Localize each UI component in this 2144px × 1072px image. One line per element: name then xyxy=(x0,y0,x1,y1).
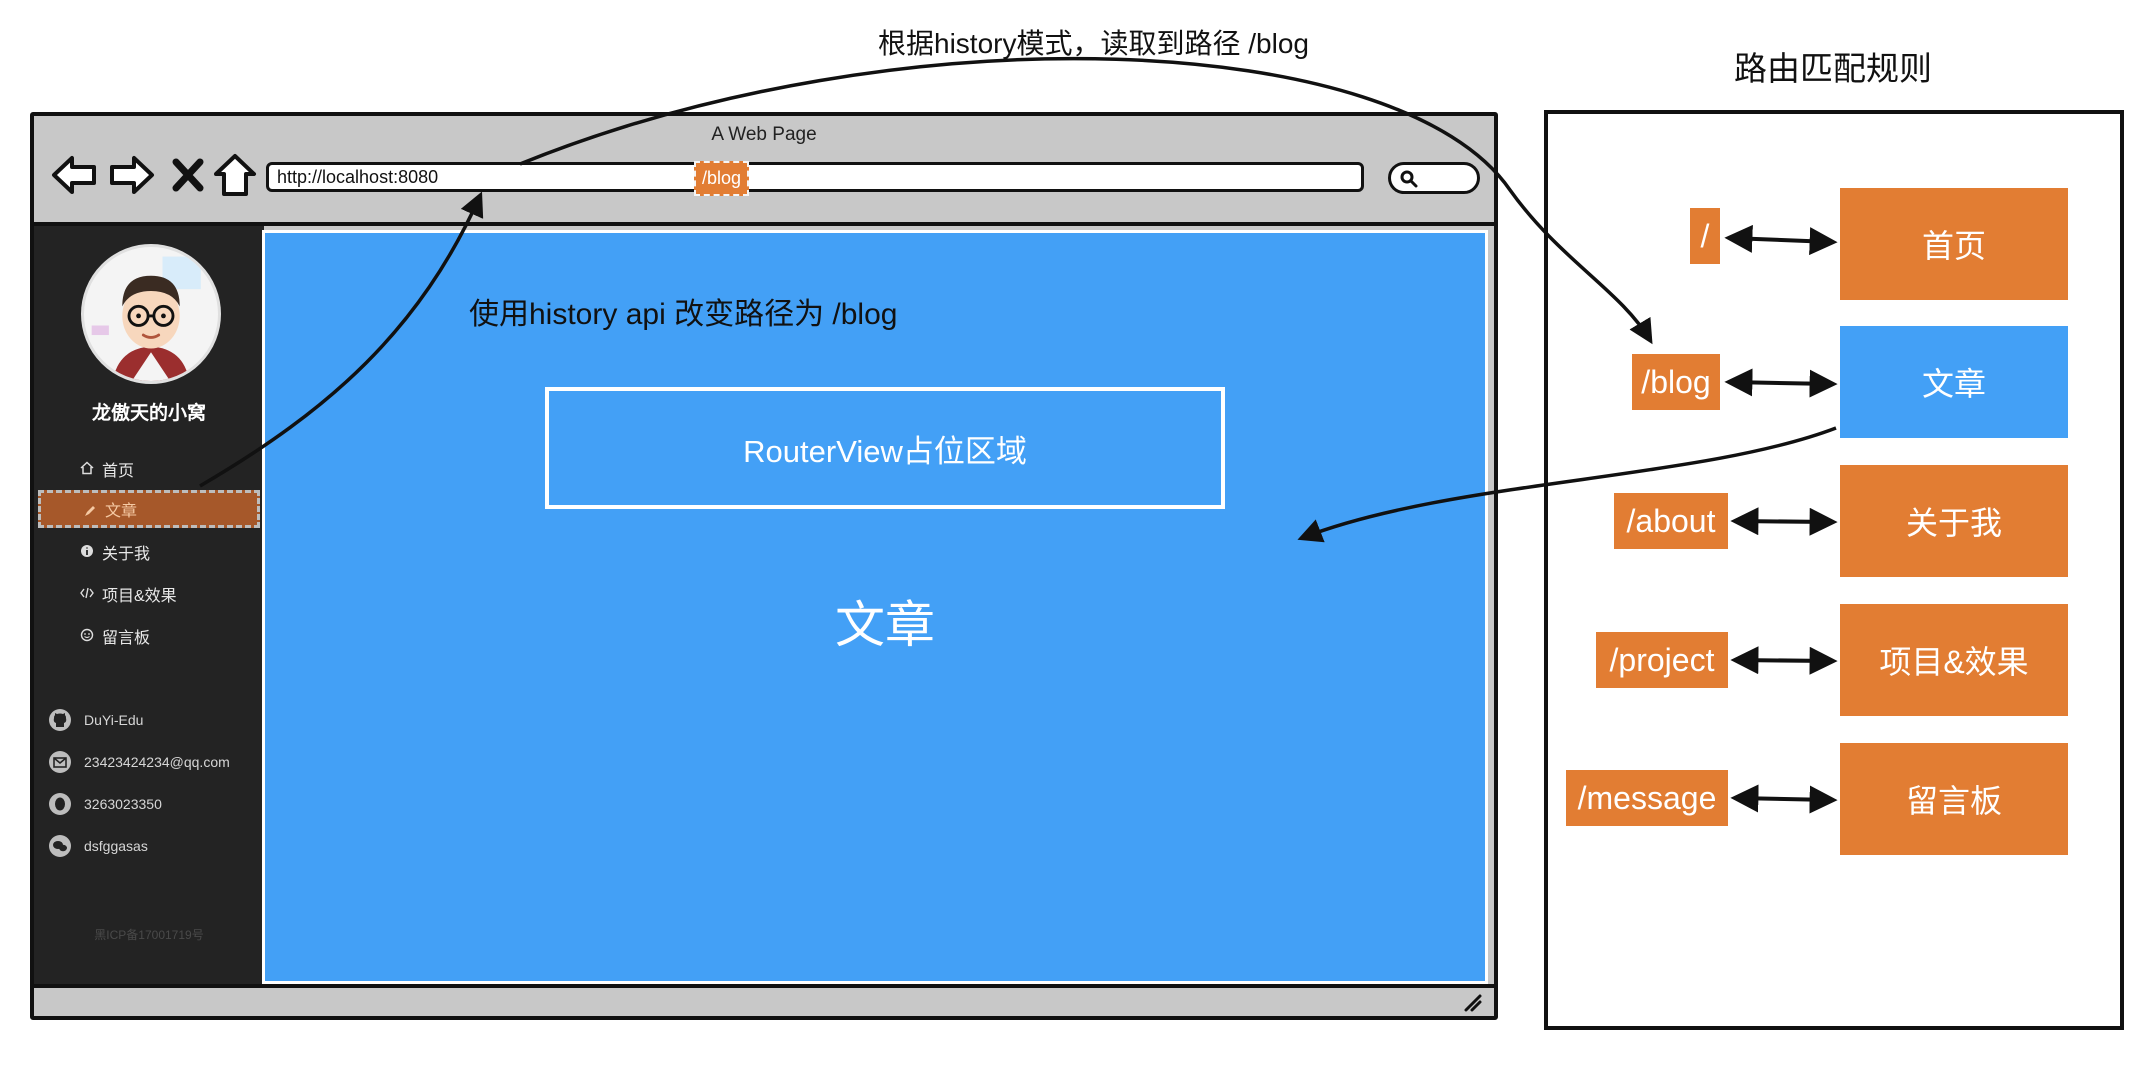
code-icon xyxy=(80,587,94,599)
browser-statusbar xyxy=(34,984,1494,1016)
forward-arrow-icon[interactable] xyxy=(106,150,156,200)
route-page-label: 项目&效果 xyxy=(1879,644,2029,680)
chat-icon xyxy=(80,628,94,642)
contact-text: DuYi-Edu xyxy=(84,712,144,728)
contact-text: 3263023350 xyxy=(84,796,162,812)
content-area: 使用history api 改变路径为 /blog RouterView占位区域… xyxy=(262,230,1488,984)
qq-icon xyxy=(49,793,71,815)
avatar xyxy=(81,244,221,384)
sidebar-item-project[interactable]: 项目&效果 xyxy=(38,575,260,613)
github-icon xyxy=(49,709,71,731)
search-box[interactable] xyxy=(1388,162,1480,194)
sidebar-item-label: 文章 xyxy=(105,503,138,520)
contact-github[interactable]: DuYi-Edu xyxy=(48,706,143,734)
address-bar[interactable]: http://localhost:8080 /blog xyxy=(266,161,1364,196)
route-page-about: 关于我 xyxy=(1840,465,2068,577)
browser-window: A Web Page http://localhost:8080 /blog xyxy=(30,112,1498,1020)
search-icon xyxy=(1400,170,1418,188)
sidebar-item-message[interactable]: 留言板 xyxy=(38,617,260,655)
browser-titlebar: A Web Page http://localhost:8080 /blog xyxy=(34,116,1494,226)
sidebar-item-home[interactable]: 首页 xyxy=(38,450,260,488)
read-path-annotation: 根据history模式，读取到路径 /blog xyxy=(878,28,1309,59)
home-nav-icon[interactable] xyxy=(210,150,260,200)
sidebar-item-label: 留言板 xyxy=(102,630,151,647)
routerview-label: RouterView占位区域 xyxy=(743,433,1027,469)
route-path-about: /about xyxy=(1614,493,1728,549)
home-icon xyxy=(80,461,94,475)
contact-wechat[interactable]: dsfggasas xyxy=(48,832,148,860)
route-path-project: /project xyxy=(1596,632,1728,688)
route-page-label: 首页 xyxy=(1921,228,1986,264)
sidebar-item-label: 项目&效果 xyxy=(102,588,177,605)
icp-record: 黑ICP备17001719号 xyxy=(94,928,204,942)
route-path-message: /message xyxy=(1566,770,1728,826)
avatar-cartoon-icon xyxy=(91,256,201,381)
window-title: A Web Page xyxy=(711,124,817,145)
contact-email[interactable]: 23423424234@qq.com xyxy=(48,748,230,776)
route-page-label: 关于我 xyxy=(1905,505,2002,541)
route-path-blog: /blog xyxy=(1632,354,1720,410)
routes-title: 路由匹配规则 xyxy=(1734,50,1932,87)
site-name: 龙傲天的小窝 xyxy=(91,403,206,424)
sidebar-item-article[interactable]: 文章 xyxy=(38,490,260,528)
routerview-placeholder: RouterView占位区域 xyxy=(545,387,1225,509)
route-path-root: / xyxy=(1690,208,1720,264)
mail-icon xyxy=(49,751,71,773)
sidebar-item-label: 关于我 xyxy=(102,546,151,563)
stop-icon[interactable] xyxy=(164,150,214,200)
history-api-annotation: 使用history api 改变路径为 /blog xyxy=(469,298,898,331)
contact-text: dsfggasas xyxy=(84,838,148,854)
route-page-project: 项目&效果 xyxy=(1840,604,2068,716)
url-base-text: http://localhost:8080 xyxy=(277,167,439,187)
route-page-label: 留言板 xyxy=(1905,783,2002,819)
sidebar-item-about[interactable]: 关于我 xyxy=(38,533,260,571)
route-page-message: 留言板 xyxy=(1840,743,2068,855)
route-page-label: 文章 xyxy=(1921,366,1986,402)
resize-handle-icon[interactable] xyxy=(1460,990,1484,1014)
contact-qq[interactable]: 3263023350 xyxy=(48,790,162,818)
sidebar-item-label: 首页 xyxy=(102,463,135,480)
route-page-home: 首页 xyxy=(1840,188,2068,300)
wechat-icon xyxy=(49,835,71,857)
route-page-article: 文章 xyxy=(1840,326,2068,438)
article-icon xyxy=(85,506,95,516)
page-heading: 文章 xyxy=(835,597,935,653)
sidebar: 龙傲天的小窝 首页 文章 关于我 项目&效果 留言板 DuYi-Edu 2342… xyxy=(34,226,264,984)
url-path-highlight: /blog xyxy=(694,161,750,196)
back-arrow-icon[interactable] xyxy=(50,150,100,200)
contact-text: 23423424234@qq.com xyxy=(84,754,230,770)
info-icon xyxy=(81,545,93,557)
